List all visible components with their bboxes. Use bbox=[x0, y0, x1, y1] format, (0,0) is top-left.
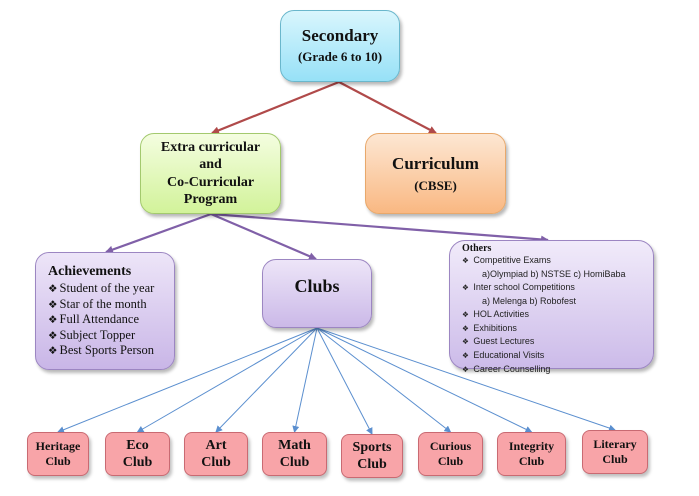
arrow-extra-to-clubs bbox=[210, 212, 317, 261]
club-suffix: Club bbox=[45, 454, 71, 468]
clubs-node: Clubs bbox=[262, 259, 372, 328]
others-label: Competitive Exams bbox=[473, 255, 551, 265]
achievement-label: Best Sports Person bbox=[59, 343, 154, 358]
bullet-diamond-icon: ❖ bbox=[48, 282, 58, 296]
club-suffix: Club bbox=[357, 457, 387, 472]
achievement-label: Student of the year bbox=[59, 281, 155, 296]
bullet-diamond-icon: ❖ bbox=[462, 365, 469, 375]
club-curious: Curious Club bbox=[418, 432, 483, 476]
club-connectors bbox=[57, 327, 616, 435]
others-label: HOL Activities bbox=[473, 308, 530, 319]
club-literary: Literary Club bbox=[582, 430, 648, 474]
others-item: ❖ Inter school Competitions bbox=[462, 281, 575, 295]
arrow-clubs-to-club bbox=[316, 327, 373, 435]
others-node: Others ❖ Competitive Exams a)Olympiad b)… bbox=[449, 240, 654, 374]
club-art: Art Club bbox=[184, 432, 248, 476]
extra-line: Extra curricular bbox=[160, 139, 261, 155]
club-name: Heritage bbox=[35, 439, 81, 453]
club-heritage: Heritage Club bbox=[27, 432, 89, 476]
arrow-secondary-to-curriculum bbox=[338, 81, 437, 134]
others-label: Inter school Competitions bbox=[473, 281, 575, 292]
extra-line: Program bbox=[183, 192, 238, 207]
club-name: Art bbox=[205, 438, 227, 453]
club-suffix: Club bbox=[279, 455, 310, 470]
bullet-diamond-icon: ❖ bbox=[48, 313, 58, 327]
achievement-item: ❖Best Sports Person bbox=[48, 343, 154, 359]
bullet-diamond-icon: ❖ bbox=[48, 297, 58, 311]
arrow-clubs-to-club bbox=[316, 327, 452, 433]
achievement-item: ❖Full Attendance bbox=[48, 312, 139, 328]
bullet-diamond-icon: ❖ bbox=[462, 351, 469, 361]
extra-line: and bbox=[199, 157, 222, 172]
curriculum-node: Curriculum (CBSE) bbox=[365, 133, 506, 214]
arrow-extra-to-others bbox=[210, 212, 549, 244]
club-suffix: Club bbox=[518, 454, 545, 468]
others-item: ❖ Educational Visits bbox=[462, 349, 544, 363]
achievement-item: ❖Subject Topper bbox=[48, 328, 135, 344]
arrow-clubs-to-club bbox=[316, 327, 533, 433]
arrow-clubs-to-club bbox=[215, 327, 318, 433]
club-suffix: Club bbox=[201, 455, 231, 470]
others-item: ❖ Competitive Exams bbox=[462, 254, 551, 268]
achievements-node: Achievements ❖Student of the year ❖Star … bbox=[35, 252, 175, 370]
bullet-diamond-icon: ❖ bbox=[462, 337, 469, 347]
club-integrity: Integrity Club bbox=[497, 432, 566, 476]
extra-curricular-node: Extra curricular and Co-Curricular Progr… bbox=[140, 133, 281, 214]
arrow-extra-to-achievements bbox=[105, 212, 212, 254]
achievement-label: Subject Topper bbox=[59, 327, 136, 342]
others-label: Guest Lectures bbox=[473, 336, 535, 347]
bullet-diamond-icon: ❖ bbox=[48, 328, 58, 342]
others-item: ❖ Career Counselling bbox=[462, 363, 550, 377]
club-name: Curious bbox=[429, 439, 472, 453]
club-eco: Eco Club bbox=[105, 432, 170, 476]
club-suffix: Club bbox=[437, 454, 464, 468]
others-subitem: a)Olympiad b) NSTSE c) HomiBaba bbox=[482, 268, 626, 279]
bullet-diamond-icon: ❖ bbox=[462, 309, 469, 319]
arrow-clubs-to-club bbox=[136, 327, 318, 433]
extra-line: Co-Curricular bbox=[166, 174, 255, 190]
secondary-node: Secondary (Grade 6 to 10) bbox=[280, 10, 400, 82]
bullet-diamond-icon: ❖ bbox=[462, 282, 469, 292]
arrow-secondary-to-extra bbox=[211, 80, 340, 135]
achievements-heading: Achievements bbox=[48, 264, 132, 280]
club-suffix: Club bbox=[602, 452, 628, 466]
others-label: Career Counselling bbox=[473, 364, 551, 375]
others-item: ❖ Guest Lectures bbox=[462, 335, 534, 349]
club-name: Sports bbox=[352, 440, 392, 455]
club-name: Math bbox=[278, 438, 311, 453]
secondary-subtitle: (Grade 6 to 10) bbox=[297, 49, 383, 64]
curriculum-subtitle: (CBSE) bbox=[414, 177, 457, 193]
others-subitem: a) Melenga b) Robofest bbox=[482, 295, 577, 306]
others-item: ❖ HOL Activities bbox=[462, 308, 529, 322]
arrow-clubs-to-club bbox=[316, 327, 616, 432]
bullet-diamond-icon: ❖ bbox=[462, 256, 469, 265]
arrow-clubs-to-club bbox=[292, 327, 318, 433]
others-label: Educational Visits bbox=[473, 350, 545, 361]
achievement-item: ❖Student of the year bbox=[48, 281, 154, 297]
club-name: Integrity bbox=[508, 439, 555, 453]
club-name: Eco bbox=[126, 438, 149, 453]
club-name: Literary bbox=[593, 437, 637, 451]
club-math: Math Club bbox=[262, 432, 327, 476]
clubs-title: Clubs bbox=[294, 276, 340, 296]
secondary-title: Secondary bbox=[301, 26, 379, 45]
others-label: Exhibitions bbox=[473, 322, 517, 333]
achievement-item: ❖Star of the month bbox=[48, 297, 147, 313]
achievement-label: Full Attendance bbox=[59, 312, 140, 327]
club-sports: Sports Club bbox=[341, 434, 403, 478]
bullet-diamond-icon: ❖ bbox=[48, 344, 58, 358]
arrow-clubs-to-club bbox=[57, 327, 318, 434]
curriculum-title: Curriculum bbox=[392, 153, 479, 173]
club-suffix: Club bbox=[122, 455, 153, 470]
bullet-diamond-icon: ❖ bbox=[462, 323, 469, 333]
others-heading: Others bbox=[462, 243, 492, 254]
achievement-label: Star of the month bbox=[59, 296, 147, 311]
others-item: ❖ Exhibitions bbox=[462, 322, 517, 336]
